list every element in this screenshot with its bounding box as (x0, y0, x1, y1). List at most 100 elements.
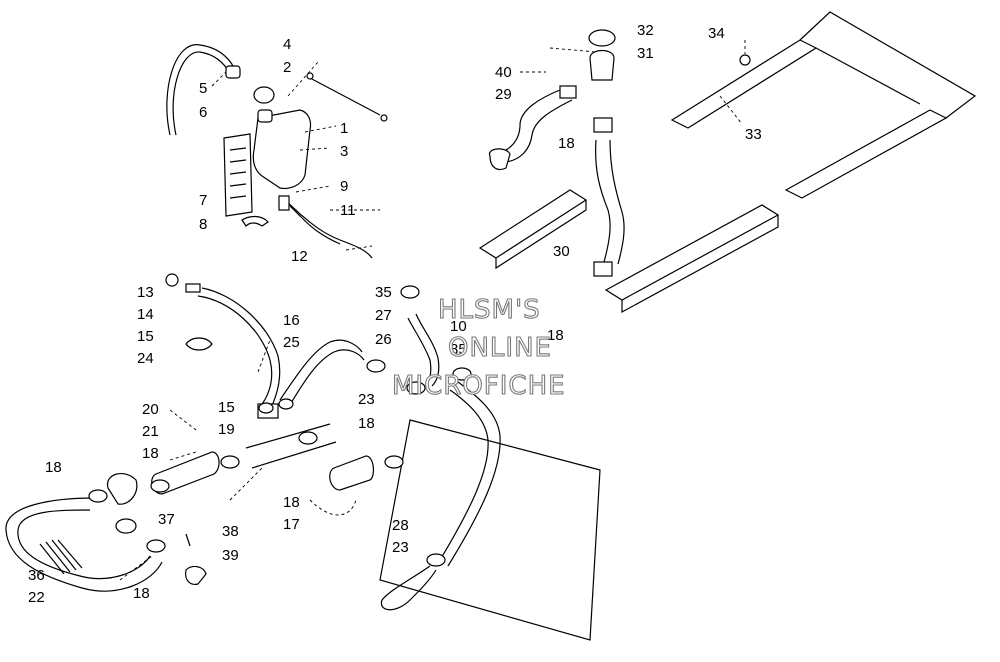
callout-3: 3 (340, 143, 348, 160)
clamp-24 (185, 337, 213, 351)
callout-35b: 35 (450, 341, 467, 358)
reservoir-cap (253, 86, 275, 104)
callout-36: 36 (28, 567, 45, 584)
callout-7: 7 (199, 192, 207, 209)
coolant-reservoir (252, 109, 312, 190)
rail-left (670, 39, 818, 129)
fitting-21 (106, 472, 138, 505)
callout-37: 37 (158, 511, 175, 528)
callout-30: 30 (553, 243, 570, 260)
clamp (150, 479, 170, 493)
clamp (146, 539, 166, 553)
callout-24: 24 (137, 350, 154, 367)
callout-15b: 15 (218, 399, 235, 416)
callout-38: 38 (222, 523, 239, 540)
callout-27: 27 (375, 307, 392, 324)
callout-25: 25 (283, 334, 300, 351)
filler-cap (588, 29, 616, 47)
clamp (278, 398, 294, 410)
rivet (739, 54, 751, 66)
callout-18d: 18 (358, 415, 375, 432)
callout-18f: 18 (558, 135, 575, 152)
callout-19: 19 (218, 421, 235, 438)
callout-18b: 18 (142, 445, 159, 462)
callout-21: 21 (142, 423, 159, 440)
callout-18c: 18 (283, 494, 300, 511)
callout-33: 33 (745, 126, 762, 143)
drain-hose (284, 199, 373, 259)
callout-6: 6 (199, 104, 207, 121)
cap-37 (115, 518, 137, 534)
mounting-rod (309, 77, 381, 116)
fitting (185, 283, 201, 293)
watermark-line-1: HLSM'S (438, 295, 541, 325)
hose-25 (279, 339, 363, 401)
hose-clamp (241, 215, 269, 227)
heat-exchanger-lower (604, 204, 780, 301)
callout-14: 14 (137, 306, 154, 323)
hose-28 (439, 389, 489, 561)
filler-neck (589, 49, 615, 81)
callout-5: 5 (199, 80, 207, 97)
watermark-line-2: ONLINE (448, 333, 552, 363)
clamp (593, 261, 613, 277)
callout-35a: 35 (375, 284, 392, 301)
heat-exchanger-assembly (478, 11, 977, 314)
heat-exchanger-upper (478, 189, 588, 259)
callout-13: 13 (137, 284, 154, 301)
rail-right (784, 109, 948, 199)
bracket-39 (185, 565, 207, 585)
callout-18g: 18 (547, 327, 564, 344)
loop-23 (380, 565, 437, 611)
hose-22 (17, 509, 151, 580)
plug (165, 273, 179, 287)
reservoir-neck (257, 109, 273, 123)
lower-hose-assembly (5, 273, 601, 641)
clamp (220, 455, 240, 469)
hose-19 (245, 423, 331, 449)
clamp (452, 367, 472, 381)
callout-31: 31 (637, 45, 654, 62)
clamp (366, 359, 386, 373)
upper-hose (499, 89, 561, 153)
callout-11: 11 (340, 202, 356, 219)
callout-labels: 1 2 3 4 5 6 7 8 9 10 11 12 13 14 15 15 1… (28, 22, 762, 606)
callout-1: 1 (340, 120, 348, 137)
callout-26: 26 (375, 331, 392, 348)
clamp (88, 489, 108, 503)
overflow-hose-inner (172, 51, 231, 136)
hose-17 (329, 455, 375, 491)
filler-neck-assembly (488, 29, 625, 277)
callout-28: 28 (392, 517, 409, 534)
callout-8: 8 (199, 216, 207, 233)
callout-18a: 18 (45, 459, 62, 476)
callout-20: 20 (142, 401, 159, 418)
callout-10: 10 (450, 318, 467, 335)
tunnel-panel (379, 419, 601, 641)
clamp (426, 553, 446, 567)
clamp (258, 402, 274, 414)
callout-17: 17 (283, 516, 300, 533)
clamp (298, 431, 318, 445)
drain-fitting (278, 195, 290, 211)
callout-16: 16 (283, 312, 300, 329)
clamp (406, 381, 426, 395)
heat-exchanger-hose (595, 139, 611, 263)
watermark: HLSM'S ONLINE MICROFICHE (391, 294, 565, 401)
callout-34: 34 (708, 25, 725, 42)
clamp (488, 148, 511, 171)
overflow-hose (166, 44, 237, 136)
clamp (593, 117, 613, 133)
callout-22: 22 (28, 589, 45, 606)
clamps (88, 285, 472, 567)
callout-23a: 23 (358, 391, 375, 408)
callout-18e: 18 (133, 585, 150, 602)
hose-guard-36 (39, 539, 83, 575)
callout-4: 4 (283, 36, 291, 53)
hose-16 (197, 295, 273, 405)
frame-outline (799, 11, 977, 119)
coolant-tank-assembly (166, 44, 388, 259)
screw-38 (185, 533, 191, 547)
clamp (400, 285, 420, 299)
